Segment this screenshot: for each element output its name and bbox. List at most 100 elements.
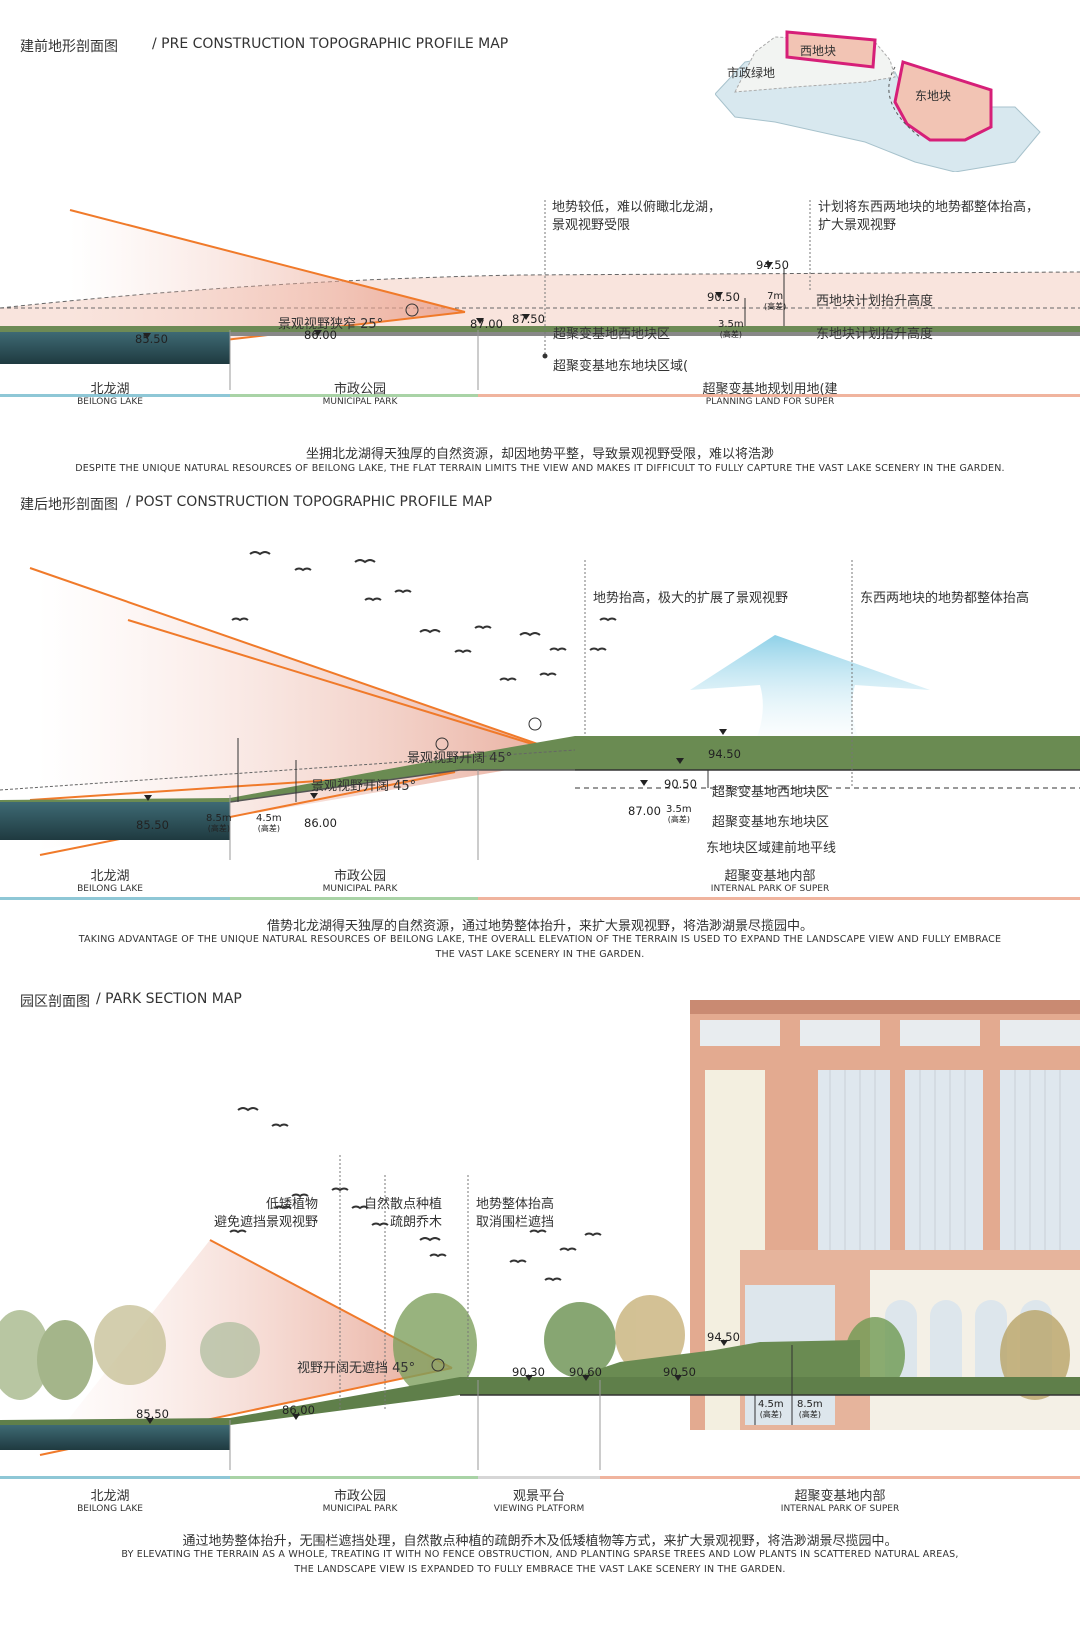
s1-zone-planning-cn: 超聚变基地规划用地(建 bbox=[702, 382, 838, 397]
s3-height-85m-note: (高差) bbox=[798, 1410, 821, 1419]
s2-zone-internal-en: INTERNAL PARK OF SUPER bbox=[710, 884, 830, 894]
s3-zone-internal-cn: 超聚变基地内部 bbox=[794, 1489, 886, 1504]
s1-elev-9050: 90.50 bbox=[707, 290, 740, 304]
s1-east-plot-label: 超聚变基地东地块区域( bbox=[553, 359, 689, 374]
section2-caption-en1: TAKING ADVANTAGE OF THE UNIQUE NATURAL R… bbox=[78, 934, 1002, 945]
section3-park-graphic bbox=[0, 1000, 1080, 1479]
s3-height-85m-value: 8.5m bbox=[797, 1399, 823, 1410]
s2-elev-8700: 87.00 bbox=[628, 804, 661, 818]
section2-note-right: 东西两地块的地势都整体抬高 bbox=[860, 591, 1030, 606]
s1-elev-9450: 94.50 bbox=[756, 258, 789, 272]
section3-caption-en2: THE LANDSCAPE VIEW IS EXPANDED TO FULLY … bbox=[294, 1564, 786, 1575]
section3-title-cn: 园区剖面图 bbox=[20, 994, 90, 1010]
s2-height-35m-note: (高差) bbox=[667, 815, 690, 824]
s3-zone-internal: 超聚变基地内部 INTERNAL PARK OF SUPER bbox=[750, 1489, 930, 1515]
s2-zone-lake-cn: 北龙湖 bbox=[90, 869, 130, 884]
s3-zone-park-cn: 市政公园 bbox=[333, 1489, 386, 1504]
section1-caption-cn: 坐拥北龙湖得天独厚的自然资源，却因地势平整，导致景观视野受限，难以将浩渺 bbox=[305, 447, 774, 462]
section3-note1: 低矮植物 避免遮挡景观视野 bbox=[202, 1196, 318, 1232]
s1-zone-lake: 北龙湖 BEILONG LAKE bbox=[60, 383, 160, 408]
s2-height-85m-value: 8.5m bbox=[206, 813, 232, 824]
s3-zone-park-en: MUNICIPAL PARK bbox=[322, 1504, 398, 1514]
s2-height-85m-note: (高差) bbox=[207, 824, 230, 833]
keymap-park-label: 市政绿地 bbox=[727, 65, 775, 80]
s1-zone-park-cn: 市政公园 bbox=[333, 382, 386, 397]
section1-note-right-line1: 计划将东西两地块的地势都整体抬高， bbox=[818, 200, 1040, 215]
section3-note2-line1: 自然散点种植 bbox=[363, 1197, 442, 1212]
s3-zone-platform-cn: 观景平台 bbox=[512, 1489, 565, 1504]
s3-zone-internal-en: INTERNAL PARK OF SUPER bbox=[780, 1504, 900, 1514]
s2-zone-internal-cn: 超聚变基地内部 bbox=[724, 869, 816, 884]
s1-elev-8700: 87.00 bbox=[470, 317, 503, 331]
s1-height-35m: 3.5m(高差) bbox=[718, 320, 744, 340]
keymap-west-label: 西地块 bbox=[800, 44, 836, 58]
section3-note2-line2: 疏朗乔木 bbox=[389, 1215, 442, 1230]
s3-height-45m: 4.5m(高差) bbox=[758, 1400, 784, 1420]
s2-east-plot-label: 超聚变基地东地块区 bbox=[712, 815, 830, 830]
s3-elev-9450: 94.50 bbox=[707, 1330, 740, 1344]
s1-height-7m-value: 7m bbox=[767, 291, 784, 302]
s3-zone-lake-en: BEILONG LAKE bbox=[77, 1504, 143, 1514]
section3-title-en: / PARK SECTION MAP bbox=[96, 991, 242, 1007]
s2-zone-park: 市政公园 MUNICIPAL PARK bbox=[300, 869, 420, 895]
s3-zone-lake: 北龙湖 BEILONG LAKE bbox=[60, 1489, 160, 1515]
s2-height-35m-value: 3.5m bbox=[666, 804, 692, 815]
section3-caption-cn: 通过地势整体抬升，无围栏遮挡处理，自然散点种植的疏朗乔木及低矮植物等方式，来扩大… bbox=[182, 1534, 898, 1549]
section1-caption-en: DESPITE THE UNIQUE NATURAL RESOURCES OF … bbox=[75, 463, 1005, 474]
s1-elev-8600: 86.00 bbox=[304, 328, 337, 342]
section3-note3: 地势整体抬高 取消围栏遮挡 bbox=[476, 1196, 554, 1232]
section2-caption-en2: THE VAST LAKE SCENERY IN THE GARDEN. bbox=[435, 949, 645, 960]
s1-elev-8550: 85.50 bbox=[135, 332, 168, 346]
section3-note3-line2: 取消围栏遮挡 bbox=[476, 1215, 555, 1230]
s2-west-plot-label: 超聚变基地西地块区 bbox=[712, 785, 830, 800]
section1-profile-graphic bbox=[0, 200, 1080, 397]
section2-title-en: / POST CONSTRUCTION TOPOGRAPHIC PROFILE … bbox=[126, 494, 493, 510]
s2-zone-lake: 北龙湖 BEILONG LAKE bbox=[60, 869, 160, 895]
s2-height-45m: 4.5m(高差) bbox=[256, 814, 282, 834]
section1-note-right-line2: 扩大景观视野 bbox=[818, 218, 897, 233]
s3-zone-platform-en: VIEWING PLATFORM bbox=[493, 1504, 585, 1514]
s3-elev-9060: 90.60 bbox=[569, 1365, 602, 1379]
section2-profile-graphic bbox=[0, 551, 1080, 900]
keymap-east-label: 东地块 bbox=[915, 89, 951, 103]
s1-elev-8750: 87.50 bbox=[512, 312, 545, 326]
s1-height-7m-note: (高差) bbox=[764, 302, 787, 311]
s3-elev-9050: 90.50 bbox=[663, 1365, 696, 1379]
s2-elev-9050: 90.50 bbox=[664, 777, 697, 791]
section3-note3-line1: 地势整体抬高 bbox=[476, 1197, 555, 1212]
section1-note-left-line1: 地势较低，难以俯瞰北龙湖， bbox=[552, 200, 722, 215]
section1-angle-label: 景观视野狭窄 25° bbox=[278, 317, 384, 332]
s3-zone-platform: 观景平台 VIEWING PLATFORM bbox=[478, 1489, 600, 1515]
s1-east-raise-label: 东地块计划抬升高度 bbox=[816, 327, 934, 342]
s1-zone-park-en: MUNICIPAL PARK bbox=[322, 397, 398, 407]
section1-title-en: / PRE CONSTRUCTION TOPOGRAPHIC PROFILE M… bbox=[152, 36, 509, 52]
s3-elev-8550: 85.50 bbox=[136, 1407, 169, 1421]
s1-zone-planning-en: PLANNING LAND FOR SUPER bbox=[705, 397, 835, 407]
section3-angle-label: 视野开阔无遮挡 45° bbox=[297, 1361, 416, 1376]
s2-east-base-label: 东地块区域建前地平线 bbox=[706, 841, 837, 856]
s1-height-35m-note: (高差) bbox=[719, 330, 742, 339]
section2-caption-cn: 借势北龙湖得天独厚的自然资源，通过地势整体抬升，来扩大景观视野，将浩渺湖景尽揽园… bbox=[266, 919, 813, 934]
s2-zone-park-cn: 市政公园 bbox=[333, 869, 386, 884]
section1-note-left-line2: 景观视野受限 bbox=[552, 218, 631, 233]
s3-zone-lake-cn: 北龙湖 bbox=[90, 1489, 130, 1504]
s1-height-7m: 7m(高差) bbox=[764, 292, 786, 312]
s3-height-45m-note: (高差) bbox=[759, 1410, 782, 1419]
s2-height-45m-value: 4.5m bbox=[256, 813, 282, 824]
site-key-map: 西地块 市政绿地 东地块 bbox=[715, 30, 1041, 172]
s2-zone-internal: 超聚变基地内部 INTERNAL PARK OF SUPER bbox=[680, 869, 860, 895]
s1-height-35m-value: 3.5m bbox=[718, 319, 744, 330]
s2-elev-8550: 85.50 bbox=[136, 818, 169, 832]
s2-height-45m-note: (高差) bbox=[257, 824, 280, 833]
s3-zone-park: 市政公园 MUNICIPAL PARK bbox=[300, 1489, 420, 1515]
s2-zone-lake-en: BEILONG LAKE bbox=[77, 884, 143, 894]
s2-height-35m: 3.5m(高差) bbox=[666, 805, 692, 825]
section3-note2: 自然散点种植 疏朗乔木 bbox=[352, 1196, 442, 1232]
s3-height-85m: 8.5m(高差) bbox=[797, 1400, 823, 1420]
section3-note1-line2: 避免遮挡景观视野 bbox=[213, 1215, 318, 1230]
s3-elev-8600: 86.00 bbox=[282, 1403, 315, 1417]
section3-note1-line1: 低矮植物 bbox=[265, 1197, 318, 1212]
s3-height-45m-value: 4.5m bbox=[758, 1399, 784, 1410]
section2-note-left: 地势抬高，极大的扩展了景观视野 bbox=[593, 591, 789, 606]
s2-height-85m: 8.5m(高差) bbox=[206, 814, 232, 834]
